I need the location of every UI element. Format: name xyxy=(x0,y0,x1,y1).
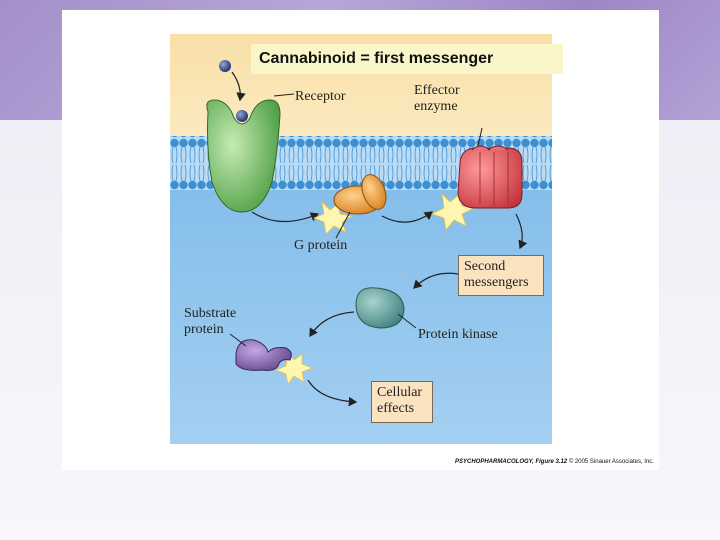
cellular-effects-line1: Cellular xyxy=(377,385,423,400)
caption-copyright: © 2005 Sinauer Associates, Inc. xyxy=(568,459,654,465)
effector-label-line2: enzyme xyxy=(414,99,458,114)
effector-label-line1: Effector xyxy=(414,83,460,98)
bound-ligand-icon xyxy=(236,110,248,122)
substrate-label-line2: protein xyxy=(184,322,224,337)
figure-caption: PSYCHOPHARMACOLOGY, Figure 3.12 © 2005 S… xyxy=(455,459,654,465)
cellular-effects-box: Cellular effects xyxy=(371,381,433,423)
substrate-label-line1: Substrate xyxy=(184,306,237,321)
caption-source: PSYCHOPHARMACOLOGY, Figure 3.12 xyxy=(455,459,568,465)
g-protein-label: G protein xyxy=(294,238,348,253)
effector-enzyme-icon xyxy=(457,147,523,209)
protein-kinase-icon xyxy=(355,287,405,329)
protein-kinase-label: Protein kinase xyxy=(418,327,498,342)
substrate-protein-icon xyxy=(235,339,292,371)
receptor-icon xyxy=(206,99,281,213)
second-messengers-line1: Second xyxy=(464,259,506,274)
figure-title: Cannabinoid = first messenger xyxy=(251,44,563,74)
receptor-label: Receptor xyxy=(295,89,346,104)
second-messengers-line2: messengers xyxy=(464,275,529,290)
substrate-activation-burst-icon xyxy=(274,350,314,385)
second-messengers-box: Second messengers xyxy=(458,255,544,296)
cellular-effects-line2: effects xyxy=(377,401,415,416)
signaling-diagram xyxy=(170,34,552,444)
cannabinoid-ligand-icon xyxy=(219,60,231,72)
